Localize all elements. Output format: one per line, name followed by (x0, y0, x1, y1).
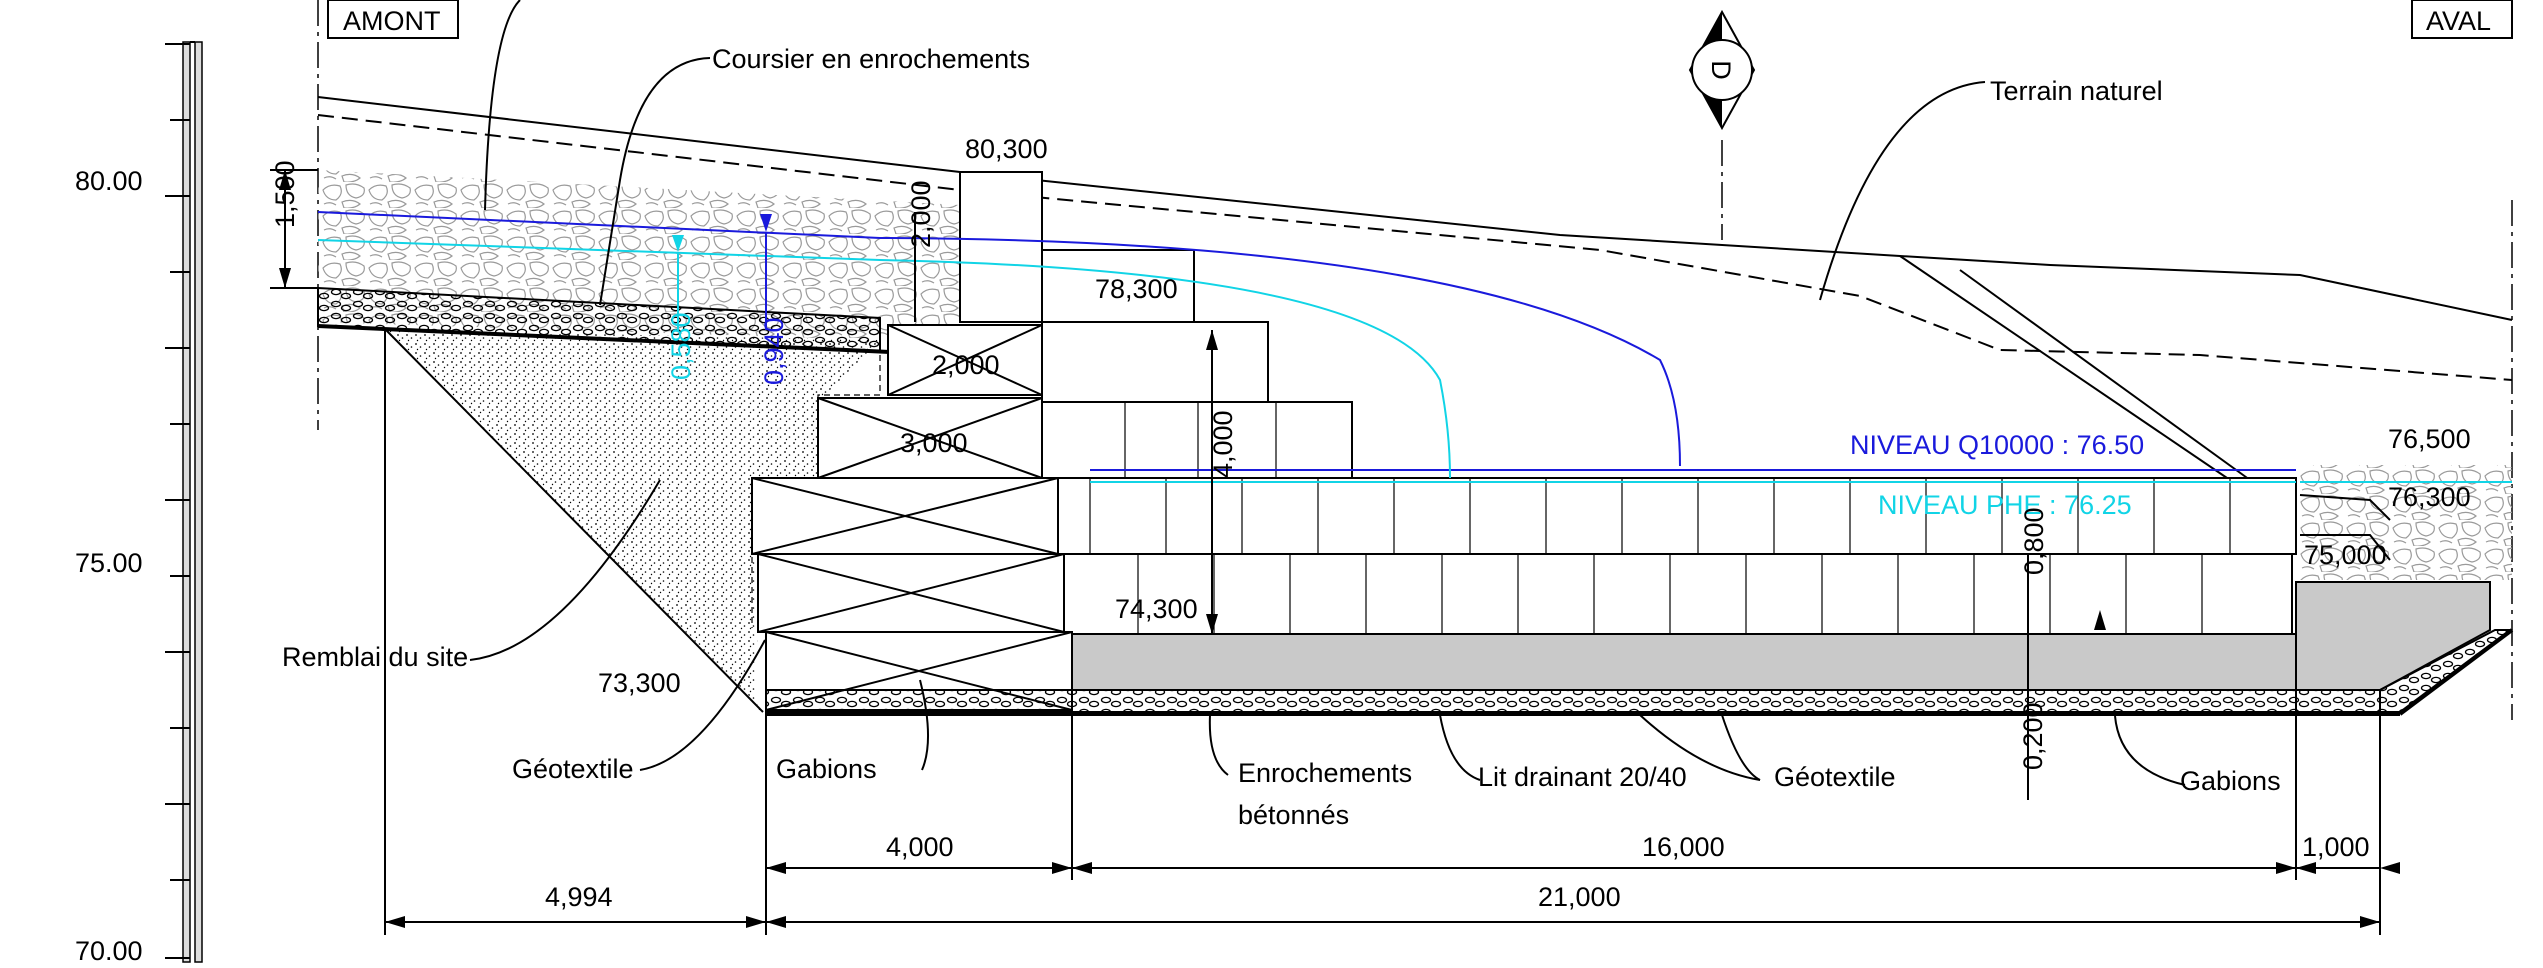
elevation-scale-bar: 80.00 75.00 70.00 (75, 41, 203, 966)
elev-73300: 73,300 (598, 668, 681, 698)
dim-21000: 21,000 (1538, 882, 1621, 912)
dim-0800: 0,800 (2019, 507, 2049, 575)
label-level-phe: NIVEAU PHE : 76.25 (1878, 490, 2132, 520)
water-markers (672, 214, 772, 330)
remblai-fill (386, 330, 880, 712)
amont-box: AMONT (327, 0, 459, 39)
dim-0940: 0,940 (759, 317, 789, 385)
dim-4000-horizontal: 4,000 (886, 832, 954, 862)
section-marker: D (1688, 9, 1756, 131)
scale-label-75: 75.00 (75, 548, 143, 578)
label-geotextile-left: Géotextile (512, 754, 634, 784)
elev-74300: 74,300 (1115, 594, 1198, 624)
dim-4000-vertical: 4,000 (1208, 410, 1238, 478)
aval-box: AVAL (2411, 0, 2513, 39)
dim-0200: 0,200 (2018, 702, 2048, 770)
scale-label-80: 80.00 (75, 166, 143, 196)
leader-lines (469, 0, 2391, 786)
weir-structure (959, 171, 2297, 635)
dim-1500: 1,500 (270, 160, 300, 228)
label-geotextile-right: Géotextile (1774, 762, 1896, 792)
dim-4994: 4,994 (545, 882, 613, 912)
label-level-q10000: NIVEAU Q10000 : 76.50 (1850, 430, 2144, 460)
label-gabions-right: Gabions (2180, 766, 2281, 796)
label-gabions-left: Gabions (776, 754, 877, 784)
dim-16000: 16,000 (1642, 832, 1725, 862)
aval-label: AVAL (2426, 6, 2491, 36)
downstream-riprap (2300, 465, 2512, 580)
dim-0580: 0,580 (666, 312, 696, 380)
dim-1000: 1,000 (2302, 832, 2370, 862)
label-enrochements-line1: Enrochements (1238, 758, 1412, 788)
elev-75000: 75,000 (2304, 540, 2387, 570)
dimension-arrows (279, 170, 2400, 928)
water-lines (317, 211, 2512, 483)
elev-78300: 78,300 (1095, 274, 1178, 304)
elev-76500: 76,500 (2388, 424, 2471, 454)
label-coursier: Coursier en enrochements (712, 44, 1030, 74)
scale-label-70: 70.00 (75, 936, 143, 966)
dim-2000-vertical: 2,000 (906, 180, 936, 248)
dim-3000: 3,000 (900, 428, 968, 458)
amont-label: AMONT (343, 6, 441, 36)
dim-2000-horizontal: 2,000 (932, 350, 1000, 380)
elev-80300: 80,300 (965, 134, 1048, 164)
elev-76300: 76,300 (2388, 482, 2471, 512)
label-terrain: Terrain naturel (1990, 76, 2163, 106)
annotation-text: Coursier en enrochements Terrain naturel… (270, 44, 2471, 912)
section-marker-letter: D (1706, 60, 1736, 80)
label-enrochements-line2: bétonnés (1238, 800, 1349, 830)
label-remblai: Remblai du site (282, 642, 468, 672)
label-lit-drainant: Lit drainant 20/40 (1478, 762, 1687, 792)
